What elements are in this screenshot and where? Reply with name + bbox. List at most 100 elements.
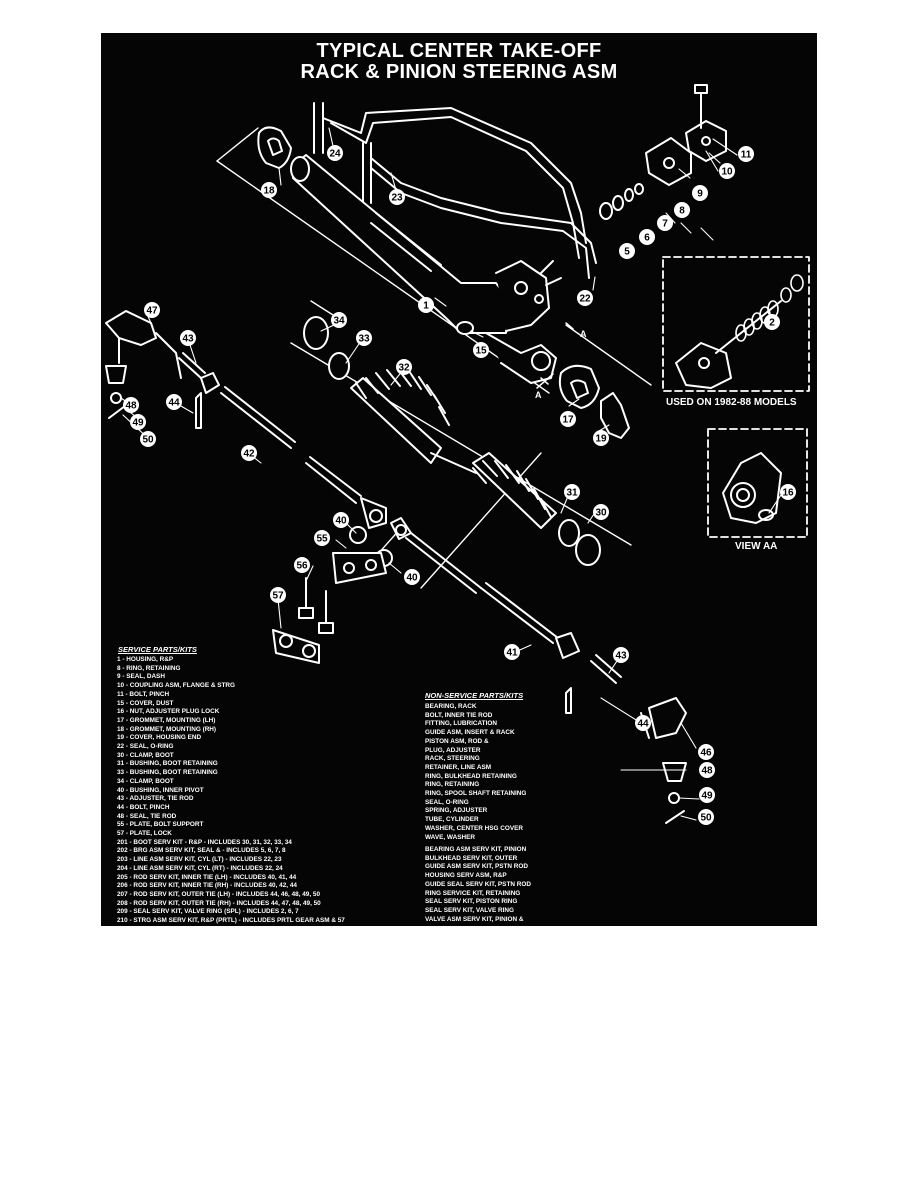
diagram-panel: 1 2 5 6 7 8 9 10 11 15 16 17 18 19 22 23… xyxy=(101,33,817,926)
list-item: BOLT, INNER TIE ROD xyxy=(425,711,493,719)
list-item: 201 - BOOT SERV KIT - R&P - INCLUDES 30,… xyxy=(117,838,292,846)
svg-text:2: 2 xyxy=(769,318,775,329)
svg-text:7: 7 xyxy=(662,219,668,230)
list-item: WASHER, CENTER HSG COVER xyxy=(425,824,523,832)
callout-49-left: 49 xyxy=(130,414,146,430)
svg-text:10: 10 xyxy=(721,167,733,178)
rack-housing xyxy=(290,154,562,384)
inset-1982-88 xyxy=(662,256,810,392)
callout-50-right: 50 xyxy=(698,809,714,825)
left-tie-rod xyxy=(105,310,387,529)
list-item: SEAL SERV KIT, PISTON RING xyxy=(425,898,518,906)
callout-19: 19 xyxy=(593,430,609,446)
svg-text:40: 40 xyxy=(406,573,418,584)
svg-text:48: 48 xyxy=(701,766,713,777)
svg-text:5: 5 xyxy=(624,247,630,258)
svg-text:40: 40 xyxy=(335,516,347,527)
svg-text:55: 55 xyxy=(316,534,328,545)
svg-text:56: 56 xyxy=(296,561,308,572)
list-item: 30 - CLAMP, BOOT xyxy=(117,751,174,759)
callout-42: 42 xyxy=(241,445,257,461)
list-item: SEAL, O-RING xyxy=(425,798,469,806)
callout-10: 10 xyxy=(719,163,735,179)
list-item: 15 - COVER, DUST xyxy=(117,699,174,707)
list-item: 44 - BOLT, PINCH xyxy=(117,803,170,811)
svg-text:22: 22 xyxy=(579,294,591,305)
list-item: HOUSING SERV ASM, R&P xyxy=(425,872,507,880)
dust-cover xyxy=(456,321,474,335)
callout-2: 2 xyxy=(764,314,780,330)
list-item: 208 - ROD SERV KIT, OUTER TIE (RH) - INC… xyxy=(117,899,321,907)
callout-48-right: 48 xyxy=(699,762,715,778)
list-item: 31 - BUSHING, BOOT RETAINING xyxy=(117,760,218,768)
list-item: 57 - PLATE, LOCK xyxy=(117,830,172,838)
mounting-hardware xyxy=(272,526,393,664)
list-item: 202 - BRG ASM SERV KIT, SEAL & - INCLUDE… xyxy=(117,847,286,855)
list-item: 16 - NUT, ADJUSTER PLUG LOCK xyxy=(117,708,220,716)
callout-40-right: 40 xyxy=(404,569,420,585)
rack-boots xyxy=(350,368,557,529)
callout-31: 31 xyxy=(564,484,580,500)
svg-text:9: 9 xyxy=(697,189,703,200)
callout-24: 24 xyxy=(327,145,343,161)
svg-text:1: 1 xyxy=(423,301,429,312)
list-item: 33 - BUSHING, BOOT RETAINING xyxy=(117,769,218,777)
list-item: 205 - ROD SERV KIT, INNER TIE (LH) - INC… xyxy=(117,873,297,881)
cylinder-lines xyxy=(313,102,597,279)
svg-text:6: 6 xyxy=(644,233,650,244)
list-item: 210 - STRG ASM SERV KIT, R&P (PRTL) - IN… xyxy=(117,917,345,925)
svg-text:44: 44 xyxy=(637,719,649,730)
list-item: PISTON ASM, ROD & xyxy=(425,737,489,745)
service-parts-heading: SERVICE PARTS/KITS xyxy=(118,645,197,654)
list-item: 19 - COVER, HOUSING END xyxy=(117,734,202,742)
svg-text:49: 49 xyxy=(701,791,713,802)
callout-43-left: 43 xyxy=(180,330,196,346)
list-item: BEARING ASM SERV KIT, PINION xyxy=(425,846,527,853)
list-item: VALVE ASM SERV KIT, PINION & xyxy=(425,915,524,923)
callout-32: 32 xyxy=(396,359,412,375)
callout-43-right: 43 xyxy=(613,647,629,663)
diagram-title: TYPICAL CENTER TAKE-OFF RACK & PINION ST… xyxy=(101,41,817,83)
svg-text:46: 46 xyxy=(700,748,712,759)
svg-text:33: 33 xyxy=(358,334,370,345)
callout-22: 22 xyxy=(577,290,593,306)
non-service-parts-heading: NON-SERVICE PARTS/KITS xyxy=(425,691,524,700)
list-item: RING, RETAINING xyxy=(425,781,480,789)
callout-41: 41 xyxy=(504,644,520,660)
list-item: RETAINER, LINE ASM xyxy=(425,763,492,771)
right-tie-rod xyxy=(390,517,687,824)
list-item: GUIDE ASM SERV KIT, PSTN ROD xyxy=(425,863,528,871)
svg-text:17: 17 xyxy=(562,415,574,426)
list-item: 18 - GROMMET, MOUNTING (RH) xyxy=(117,725,217,733)
callout-8: 8 xyxy=(674,202,690,218)
callout-56: 56 xyxy=(294,557,310,573)
list-item: GUIDE ASM, INSERT & RACK xyxy=(425,729,515,737)
list-item: FITTING, LUBRICATION xyxy=(425,720,497,728)
callout-11: 11 xyxy=(738,146,754,162)
svg-text:16: 16 xyxy=(782,488,794,499)
callout-57: 57 xyxy=(270,587,286,603)
svg-text:18: 18 xyxy=(263,186,275,197)
boot-clamps xyxy=(303,316,601,566)
callout-47: 47 xyxy=(144,302,160,318)
pinion-valve-stack xyxy=(599,84,727,220)
inset-models-label: USED ON 1982-88 MODELS xyxy=(666,397,797,408)
list-item: 9 - SEAL, DASH xyxy=(117,673,165,681)
list-item: WAVE, WASHER xyxy=(425,833,475,841)
list-item: 48 - SEAL, TIE ROD xyxy=(117,812,177,820)
section-marker-a2: A xyxy=(535,390,542,400)
svg-text:43: 43 xyxy=(182,334,194,345)
exploded-view-diagram: 1 2 5 6 7 8 9 10 11 15 16 17 18 19 22 23… xyxy=(105,84,810,825)
alignment-lines xyxy=(216,127,652,589)
list-item: 207 - ROD SERV KIT, OUTER TIE (LH) - INC… xyxy=(117,890,321,898)
list-item: 206 - ROD SERV KIT, INNER TIE (RH) - INC… xyxy=(117,882,297,890)
inset-view-aa xyxy=(707,428,808,538)
list-item: 43 - ADJUSTER, TIE ROD xyxy=(117,795,194,803)
svg-text:47: 47 xyxy=(146,306,158,317)
list-item: BULKHEAD SERV KIT, OUTER xyxy=(425,854,518,862)
svg-text:49: 49 xyxy=(132,418,144,429)
svg-text:41: 41 xyxy=(506,648,518,659)
svg-text:8: 8 xyxy=(679,206,685,217)
svg-text:19: 19 xyxy=(595,434,607,445)
